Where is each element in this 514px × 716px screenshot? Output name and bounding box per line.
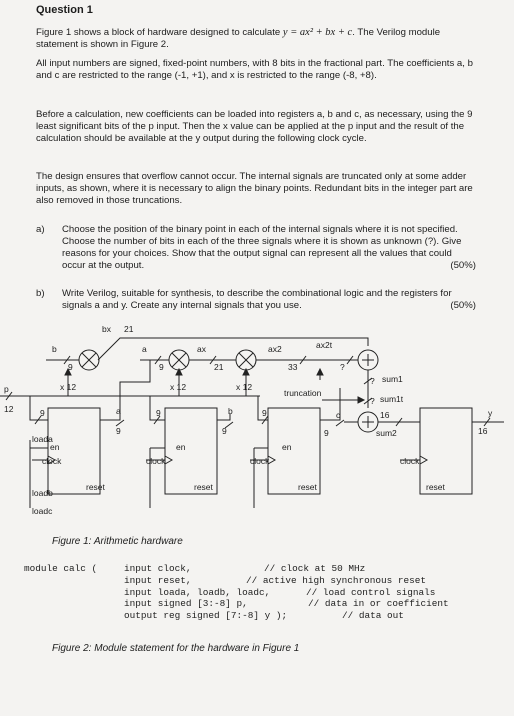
label-bx-width: 21 bbox=[124, 324, 134, 334]
label-p-a-width: 9 bbox=[40, 408, 45, 418]
label-a-out-width: 9 bbox=[116, 426, 121, 436]
label-b-width: 9 bbox=[68, 362, 73, 372]
label-y-width: 16 bbox=[478, 426, 488, 436]
label-en-b: en bbox=[176, 442, 186, 452]
code-module-keyword: module calc ( bbox=[24, 563, 98, 574]
question-page: Question 1 Figure 1 shows a block of har… bbox=[0, 4, 504, 654]
label-loada: loada bbox=[32, 434, 53, 444]
question-a-marks: (50%) bbox=[450, 260, 476, 271]
label-clock-a: clock bbox=[42, 456, 62, 466]
code-comment-2: // active high synchronous reset bbox=[246, 574, 427, 586]
label-reset-b: reset bbox=[194, 482, 214, 492]
label-en-c: en bbox=[282, 442, 292, 452]
arithmetic-hardware-diagram: bx 21 b 9 a 9 ax 21 ax2 33 ax2t ? x 12 x… bbox=[0, 324, 504, 516]
register-c bbox=[267, 407, 321, 495]
code-comment-1: // clock at 50 MHz bbox=[264, 563, 366, 574]
label-ax2t-width: ? bbox=[340, 362, 345, 372]
question-b-text: Write Verilog, suitable for synthesis, t… bbox=[62, 288, 452, 311]
code-line-1: input clock, bbox=[124, 563, 192, 574]
register-a bbox=[47, 407, 101, 495]
label-p-width: 12 bbox=[4, 404, 14, 414]
bx-wire bbox=[97, 337, 369, 361]
label-bx: bx bbox=[102, 324, 112, 334]
label-a: a bbox=[142, 344, 147, 354]
register-b bbox=[164, 407, 218, 495]
intro-paragraph-1: Figure 1 shows a block of hardware desig… bbox=[36, 27, 476, 51]
label-en-a: en bbox=[50, 442, 60, 452]
label-clock-b: clock bbox=[146, 456, 166, 466]
code-line-2: input reset, bbox=[124, 574, 192, 586]
label-clock-c: clock bbox=[250, 456, 270, 466]
label-loadc: loadc bbox=[32, 506, 53, 516]
equation: y = ax² + bx + c bbox=[282, 27, 353, 38]
question-a-label: a) bbox=[36, 224, 45, 235]
register-y bbox=[419, 407, 473, 495]
label-sum1t: sum1t bbox=[380, 394, 404, 404]
label-p-c-width: 9 bbox=[262, 408, 267, 418]
figure-2-caption: Figure 2: Module statement for the hardw… bbox=[52, 643, 300, 654]
label-reset-y: reset bbox=[426, 482, 446, 492]
code-comment-3: // load control signals bbox=[306, 586, 436, 598]
intro-paragraph-2: All input numbers are signed, fixed-poin… bbox=[36, 58, 473, 81]
label-p-b-width: 9 bbox=[156, 408, 161, 418]
code-line-5: output reg signed [7:-8] y ); bbox=[124, 610, 288, 622]
label-ax2: ax2 bbox=[268, 344, 282, 354]
label-x-1: x 12 bbox=[60, 382, 76, 392]
question-b: b) Write Verilog, suitable for synthesis… bbox=[36, 288, 476, 312]
label-y: y bbox=[488, 408, 493, 418]
label-c-width: 9 bbox=[324, 428, 329, 438]
label-reset-a: reset bbox=[86, 482, 106, 492]
label-b-out: b bbox=[228, 406, 233, 416]
label-ax2t: ax2t bbox=[316, 340, 333, 350]
question-b-marks: (50%) bbox=[450, 300, 476, 311]
label-x-2: x 12 bbox=[170, 382, 186, 392]
label-sum1t-width: ? bbox=[370, 396, 375, 406]
a-output-wire bbox=[100, 360, 151, 421]
question-title: Question 1 bbox=[36, 4, 93, 16]
label-ax-width: 21 bbox=[214, 362, 224, 372]
verilog-module-statement: module calc ( input clock, // clock at 5… bbox=[24, 563, 449, 716]
label-truncation: truncation bbox=[284, 388, 322, 398]
label-b-out-width: 9 bbox=[222, 426, 227, 436]
intro-paragraph-4: The design ensures that overflow cannot … bbox=[36, 171, 473, 206]
question-a: a) Choose the position of the binary poi… bbox=[36, 224, 476, 272]
label-b: b bbox=[52, 344, 57, 354]
question-a-text: Choose the position of the binary point … bbox=[62, 224, 462, 271]
intro-text-end: . The Verilog module statement is shown … bbox=[36, 27, 441, 50]
code-comment-4: // data in or coefficient bbox=[308, 598, 449, 610]
label-a-width: 9 bbox=[159, 362, 164, 372]
label-loadb: loadb bbox=[32, 488, 53, 498]
label-reset-c: reset bbox=[298, 482, 318, 492]
label-clock-y: clock bbox=[400, 456, 420, 466]
label-c: c bbox=[336, 410, 341, 420]
code-comment-5: // data out bbox=[342, 610, 404, 622]
label-ax: ax bbox=[197, 344, 207, 354]
label-a-out: a bbox=[116, 406, 121, 416]
label-p: p bbox=[4, 384, 9, 394]
label-sum1: sum1 bbox=[382, 374, 403, 384]
label-x-3: x 12 bbox=[236, 382, 252, 392]
label-sum2-width: 16 bbox=[380, 410, 390, 420]
label-ax2-width: 33 bbox=[288, 362, 298, 372]
figure-1-caption: Figure 1: Arithmetic hardware bbox=[52, 536, 183, 547]
intro-text: Figure 1 shows a block of hardware desig… bbox=[36, 27, 283, 38]
label-sum2: sum2 bbox=[376, 428, 397, 438]
code-line-3: input loada, loadb, loadc, bbox=[124, 586, 271, 598]
question-b-label: b) bbox=[36, 288, 45, 299]
label-sum1-width: ? bbox=[370, 376, 375, 386]
intro-paragraph-3: Before a calculation, new coefficients c… bbox=[36, 109, 473, 144]
code-line-4: input signed [3:-8] p, bbox=[124, 598, 248, 610]
